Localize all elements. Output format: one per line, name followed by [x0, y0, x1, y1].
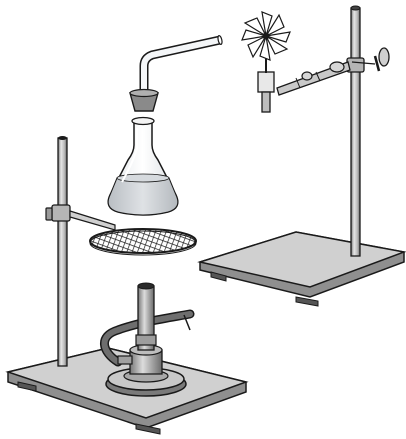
stand-left-rod: [58, 136, 67, 366]
pinwheel-holder: [258, 55, 274, 112]
stand-right: [200, 6, 404, 306]
bunsen-burner: [106, 283, 186, 396]
pinwheel: [242, 12, 290, 60]
wire-gauze: [90, 229, 196, 255]
stand-right-base: [200, 232, 404, 306]
delivery-tube: [144, 35, 223, 92]
flask: [108, 118, 178, 216]
clamp-right: [277, 48, 389, 95]
stand-right-rod: [351, 6, 360, 256]
rubber-stopper: [130, 90, 158, 112]
ring-clamp: [46, 205, 115, 230]
